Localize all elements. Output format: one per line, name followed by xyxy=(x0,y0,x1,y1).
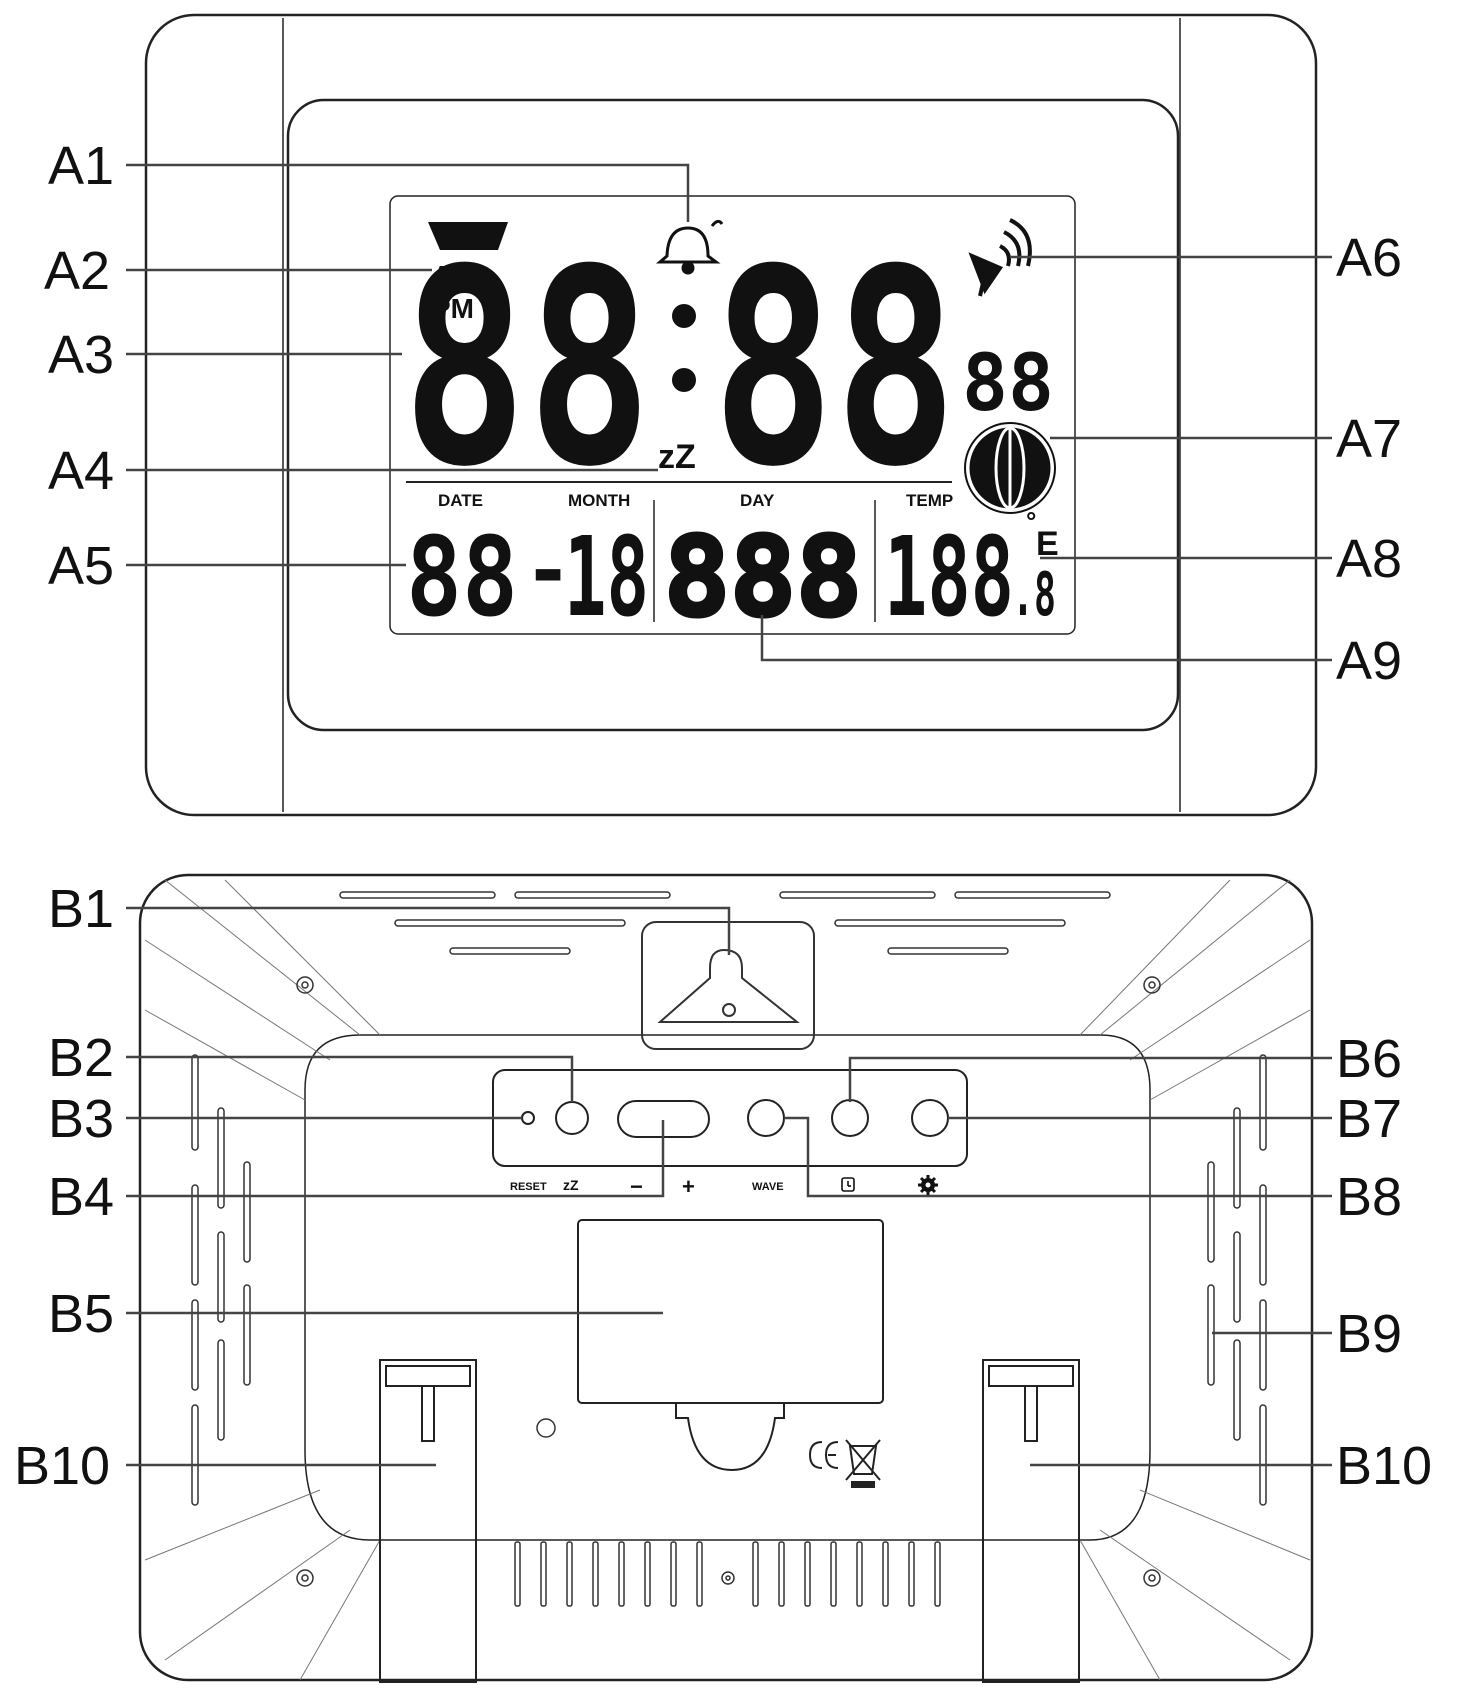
leader-b8 xyxy=(784,1116,1332,1198)
battery-latch xyxy=(675,1403,785,1472)
leader-a1 xyxy=(126,163,690,222)
callout-b10-right: B10 xyxy=(1336,1436,1432,1496)
back-callout-labels: B1 B2 B3 B4 B5 B6 B7 B8 B9 B10 B10 xyxy=(14,879,1432,1496)
callout-a1: A1 xyxy=(48,136,114,196)
seconds-display: 88 xyxy=(962,339,1054,429)
side-vents-right xyxy=(1207,1054,1267,1506)
callout-b5: B5 xyxy=(48,1284,114,1344)
leader-a9 xyxy=(760,615,1332,662)
ce-mark-icon xyxy=(808,1441,839,1469)
back-inner-panel xyxy=(304,1034,1151,1541)
radio-signal-icon xyxy=(968,218,1032,297)
reset-label: RESET xyxy=(510,1181,547,1193)
callout-b6: B6 xyxy=(1336,1029,1402,1089)
front-outer-frame xyxy=(144,13,1318,817)
leader-b2 xyxy=(126,1055,574,1102)
temp-decimal: .8 xyxy=(1012,560,1056,630)
date-separator: - xyxy=(524,524,572,617)
callout-b1: B1 xyxy=(48,879,114,939)
colon-dot-top xyxy=(672,304,696,328)
button-labels: RESET zZ − + WAVE xyxy=(510,1174,938,1199)
wave-button[interactable] xyxy=(747,1099,785,1137)
back-leader-lines xyxy=(126,906,1332,1467)
side-vents-left xyxy=(191,1054,251,1506)
back-buttons xyxy=(521,1099,949,1138)
top-vents xyxy=(339,891,1111,955)
callout-a2: A2 xyxy=(44,241,110,301)
callout-b9: B9 xyxy=(1336,1304,1402,1364)
bottom-vents xyxy=(514,1541,941,1607)
date-label: DATE xyxy=(438,491,483,510)
lcd-content: AM PM 88 88 88 zZ DATE xyxy=(402,211,1059,643)
front-leader-lines xyxy=(126,163,1332,662)
front-inner-bezel xyxy=(286,98,1180,732)
settings-button[interactable] xyxy=(911,1099,949,1137)
temp-label: TEMP xyxy=(906,491,953,510)
snooze-button[interactable] xyxy=(555,1101,589,1135)
date-value: 88 xyxy=(406,513,518,641)
callout-b3: B3 xyxy=(48,1089,114,1149)
back-view xyxy=(138,873,1314,1683)
globe-icon xyxy=(964,422,1056,514)
callout-b7: B7 xyxy=(1336,1089,1402,1149)
time-hours: 88 xyxy=(402,211,652,526)
screw-holes xyxy=(296,976,1161,1587)
minus-label: − xyxy=(630,1174,643,1199)
weee-bin-icon xyxy=(845,1439,881,1488)
back-ribs xyxy=(144,879,1311,1681)
back-outer-frame xyxy=(138,873,1314,1682)
alarm-bell-icon xyxy=(655,219,724,275)
battery-compartment xyxy=(577,1219,884,1404)
callout-a9: A9 xyxy=(1336,631,1402,691)
callout-a7: A7 xyxy=(1336,409,1402,469)
month-label: MONTH xyxy=(568,491,630,510)
leader-b1 xyxy=(126,906,731,955)
reset-button[interactable] xyxy=(521,1111,535,1125)
alarm-button[interactable] xyxy=(831,1099,869,1137)
stand-leg-right xyxy=(982,1359,1080,1683)
alarm-clock-icon xyxy=(841,1177,855,1192)
callout-a6: A6 xyxy=(1336,228,1402,288)
callout-b4: B4 xyxy=(48,1167,114,1227)
ampm-flag xyxy=(428,222,508,250)
callout-a3: A3 xyxy=(48,325,114,385)
gear-icon xyxy=(918,1175,938,1195)
stand-leg-left xyxy=(379,1359,477,1683)
front-view xyxy=(144,13,1318,817)
plus-label: + xyxy=(682,1174,695,1199)
front-callout-labels: A1 A2 A3 A4 A5 A6 A7 A8 A9 xyxy=(44,136,1402,691)
snooze-label: zZ xyxy=(563,1177,579,1193)
leader-b4 xyxy=(126,1120,665,1198)
callout-b10-left: B10 xyxy=(14,1436,110,1496)
temp-degree: ° xyxy=(1026,506,1036,536)
day-value: 888 xyxy=(664,513,862,641)
snooze-indicator: zZ xyxy=(658,438,696,476)
callout-a4: A4 xyxy=(48,441,114,501)
day-label: DAY xyxy=(740,491,775,510)
lcd-window xyxy=(389,195,1076,635)
temp-unit: E xyxy=(1036,525,1059,563)
temp-value: 188 xyxy=(884,513,1014,641)
leader-b6 xyxy=(848,1056,1332,1102)
callout-b8: B8 xyxy=(1336,1167,1402,1227)
month-value: 18 xyxy=(564,513,649,641)
time-minutes: 88 xyxy=(712,211,957,526)
pm-indicator: PM xyxy=(432,293,474,324)
wave-label: WAVE xyxy=(752,1181,784,1193)
am-indicator: AM xyxy=(432,260,476,291)
callout-a8: A8 xyxy=(1336,529,1402,589)
colon-dot-bottom xyxy=(672,368,696,392)
callout-b2: B2 xyxy=(48,1028,114,1088)
callout-a5: A5 xyxy=(48,536,114,596)
